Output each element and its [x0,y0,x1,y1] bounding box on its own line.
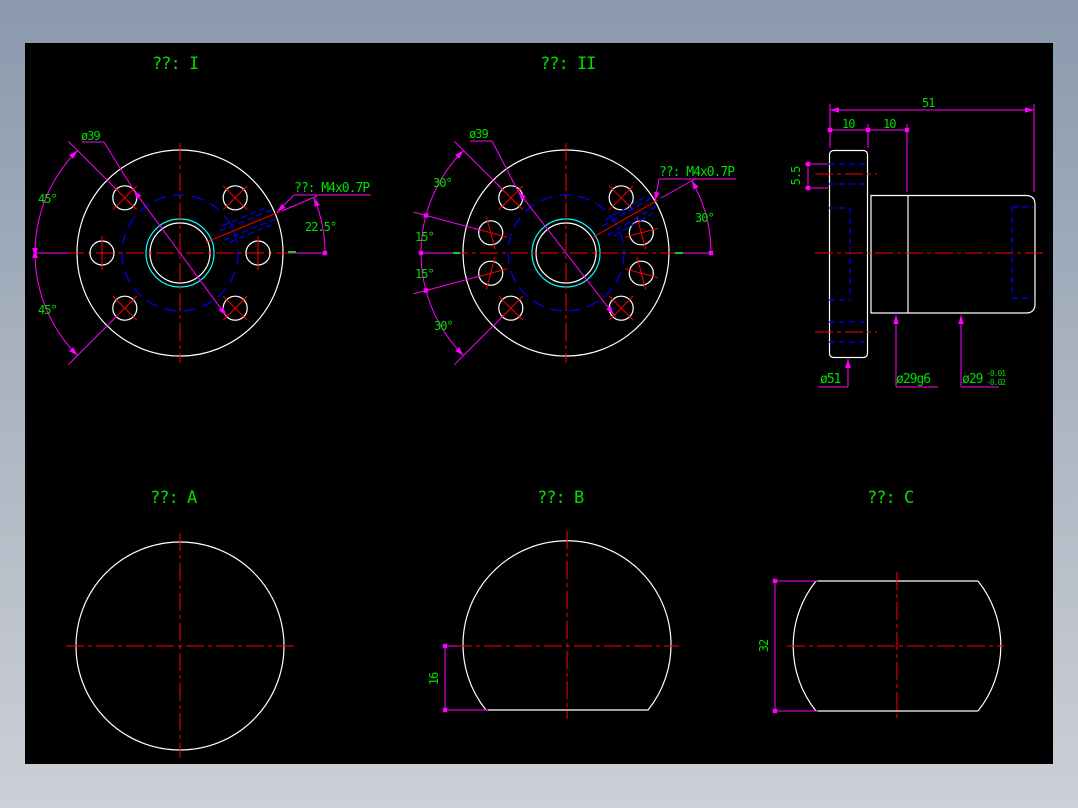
side-flange-thickness: 10 [842,117,855,131]
view1-thread-angle: 22.5° [305,220,336,234]
front-view-type2: ??: II [413,54,736,366]
view1-title: ??: I [152,54,198,74]
side-body-tol-upper: -0.01 [986,369,1006,378]
section-view-b: ??: B 16 [427,488,679,719]
front-view-type1: ??: I 45° 45° ø [32,54,371,366]
side-overall-length: 51 [922,96,935,110]
side-pilot-dia: ø29g6 [896,372,930,387]
side-body-dia: ø29 [962,372,983,387]
view2-title: ??: II [540,54,595,74]
section-view-a: ??: A [66,488,294,758]
view2-angle-2: 15° [415,230,434,244]
side-flange-dia: ø51 [820,372,841,387]
side-body-tol-lower: -0.02 [986,378,1006,387]
viewC-title: ??: C [867,488,913,508]
view2-angle-4: 30° [434,319,453,333]
section-view-c: ??: C 32 [757,488,1004,721]
view2-bolt-circle-dia: ø39 [469,127,488,141]
view2-angle-3: 15° [415,267,434,281]
viewB-flat-offset: 16 [427,672,441,685]
view1-angle-top: 45° [38,192,57,206]
view1-thread-note: ??: M4x0.7P [294,181,370,196]
view2-angle-1: 30° [433,176,452,190]
view1-angle-bottom: 45° [38,303,57,317]
side-view: 51 10 10 5.5 ø51 ø29g6 ø29 -0.01 -0.02 [789,96,1046,388]
viewB-title: ??: B [537,488,584,508]
viewC-across-flats: 32 [757,639,771,652]
view1-bolt-circle-dia: ø39 [81,129,100,143]
drawing-sheet [25,43,1053,764]
viewA-title: ??: A [150,488,197,508]
side-step-length: 10 [883,117,896,131]
view2-thread-angle: 30° [695,211,714,225]
view2-thread-note: ??: M4x0.7P [659,165,735,180]
side-hole-dia: 5.5 [789,166,803,185]
